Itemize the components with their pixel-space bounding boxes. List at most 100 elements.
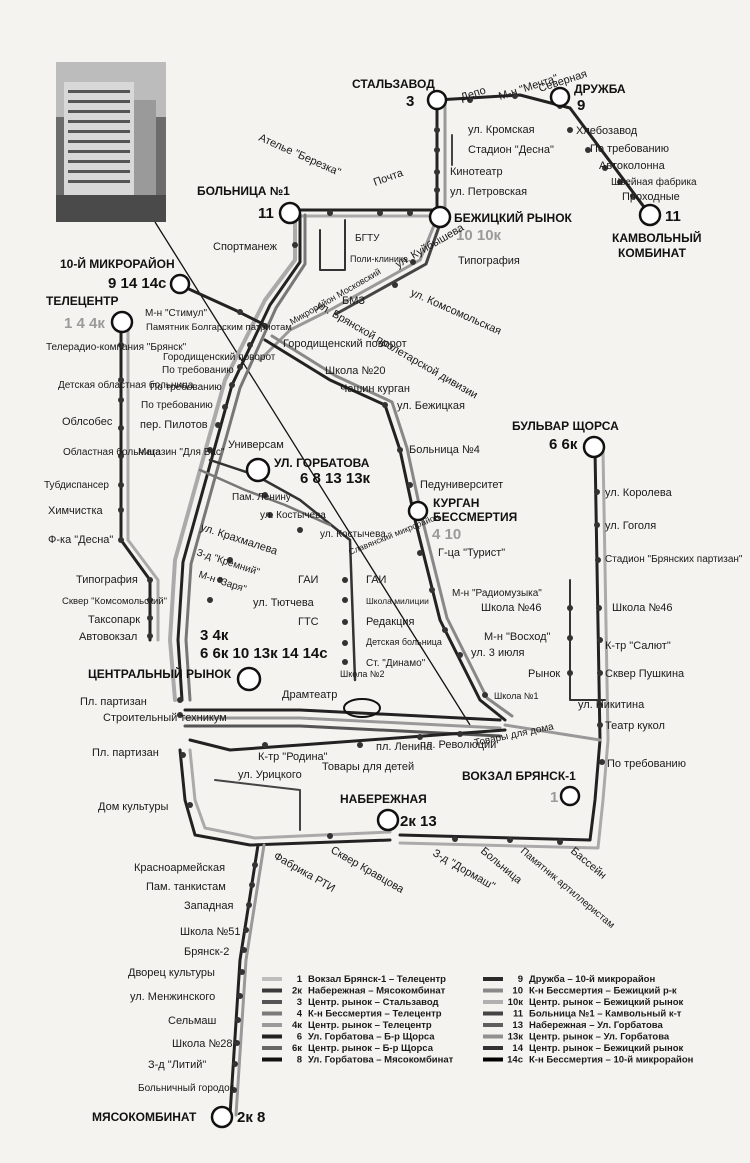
stop-mn-zarya: М-н "Заря": [197, 569, 248, 595]
stop-ktr-rodina: К-тр "Родина": [258, 751, 328, 763]
stop-po-treb2: По требованию: [162, 364, 234, 376]
stop-ul-petrovskaya: ул. Петровская: [450, 186, 527, 198]
stop-shkola1: Школа №1: [494, 691, 539, 701]
legend-swatch: [483, 977, 503, 981]
stop-pam-tankistam: Пам. танкистам: [146, 881, 226, 893]
legend-route-number: 6: [297, 1032, 302, 1043]
legend-swatch: [262, 1011, 282, 1016]
legend-swatch: [483, 1046, 503, 1050]
stop-dramteatr: Драмтеатр: [282, 689, 337, 701]
stop-ul-kuibysheva: ул. Куйбышева: [394, 221, 467, 270]
routes-telecentr: 1 4 4к: [64, 315, 105, 332]
routes-vokzal: 1: [550, 789, 558, 806]
stop-khimchistka: Химчистка: [48, 505, 104, 517]
legend-route-text: Центр. рынок – Телецентр: [308, 1020, 432, 1031]
legend-route-number: 14с: [507, 1055, 523, 1066]
stop-skver-koms: Сквер "Комсомольский": [62, 596, 167, 607]
legend-swatch: [262, 1023, 282, 1027]
stop-ul-kromskaya: ул. Кромская: [468, 124, 535, 136]
legend-route-number: 4: [297, 1009, 303, 1020]
terminal-ul-gorbatova: УЛ. ГОРБАТОВА: [274, 456, 370, 470]
stop-dom-kultury: Дом культуры: [98, 801, 168, 813]
legend-swatch: [262, 1034, 282, 1039]
stop-gorod-povorot2: Городищенский поворот: [283, 338, 407, 350]
legend-swatch: [483, 1057, 503, 1062]
stop-depo: Депо: [459, 85, 487, 104]
stop-ul-3-iyulya: ул. 3 июля: [471, 647, 525, 659]
stop-rynok: Рынок: [528, 668, 560, 680]
stop-gorod-povorot1: Городищенский поворот: [163, 352, 276, 363]
legend-route-number: 2к: [292, 986, 302, 997]
legend-route-text: Центр. рынок – Бежицкий рынок: [529, 1043, 684, 1054]
legend-route-text: Ул. Горбатова – Б-р Щорса: [308, 1032, 435, 1043]
terminal-kamvolny-1: КАМВОЛЬНЫЙ: [612, 230, 701, 245]
legend-route-number: 10: [512, 986, 523, 997]
terminal-kamvolny-2: КОМБИНАТ: [618, 246, 687, 260]
stop-detskaya-boln: Детская больница: [366, 637, 442, 647]
stop-po-treb4: По требованию: [141, 399, 213, 411]
stop-gai1: ГАИ: [298, 574, 318, 586]
stop-tovary-detei: Товары для детей: [322, 761, 414, 773]
stop-po-treb5: По требованию: [607, 758, 686, 770]
legend-item: 4к Центр. рынок – Телецентр: [262, 1020, 432, 1031]
stop-ul-kostycheva1: ул. Костычева: [260, 510, 326, 521]
stop-per-pilotov: пер. Пилотов: [140, 419, 208, 431]
routes-ul-gorbatova: 6 8 13 13к: [300, 470, 371, 487]
stop-gts-turist: Г-ца "Турист": [438, 547, 505, 559]
terminal-mikroraion10: 10-Й МИКРОРАЙОН: [60, 256, 175, 271]
stop-stadion-desna: Стадион "Десна": [468, 144, 554, 156]
terminal-kurgan-1: КУРГАН: [433, 496, 479, 510]
legend-route-text: Центр. рынок – Стальзавод: [308, 997, 439, 1008]
stop-shkola28: Школа №28: [172, 1038, 233, 1050]
stop-mn-voskhod: М-н "Восход": [484, 631, 550, 643]
legend-swatch: [483, 988, 503, 993]
legend-swatch: [483, 1000, 503, 1004]
stop-ul-menzhinskogo: ул. Менжинского: [130, 991, 215, 1003]
stop-teatr-kukol: Театр кукол: [605, 720, 665, 732]
stop-bassein: Бассейн: [568, 845, 608, 882]
stop-pl-lenina: пл. Ленина: [376, 741, 433, 753]
stop-oblsobes: Облсобес: [62, 416, 113, 428]
routes-mikroraion10: 9 14 14с: [108, 275, 166, 292]
legend-route-text: Центр. рынок – Б-р Щорса: [308, 1043, 434, 1054]
routes-naberezhnaya: 2к 13: [400, 813, 437, 830]
stop-kinoteatr: Кинотеатр: [450, 166, 503, 178]
stop-ktr-salyut: К-тр "Салют": [605, 640, 671, 652]
stop-khlebozavod: Хлебозавод: [576, 125, 638, 137]
legend-route-text: Центр. рынок – Бежицкий рынок: [529, 997, 684, 1008]
legend-route-text: Больница №1 – Камвольный к-т: [529, 1009, 682, 1020]
terminal-bolnitsa1: БОЛЬНИЦА №1: [197, 184, 290, 198]
stop-pamyatnik-art: Памятник артиллеристам: [518, 846, 617, 931]
stop-bolnichny: Больничный городок: [138, 1083, 235, 1094]
stop-avtovokzal: Автовокзал: [79, 631, 137, 643]
stop-pl-partizan2: Пл. партизан: [92, 747, 159, 759]
stop-poliklinika: Поли-клиника: [350, 254, 408, 264]
stop-shkola20: Школа №20: [325, 365, 386, 377]
stop-pl-partizan1: Пл. партизан: [80, 696, 147, 708]
stop-redakciya: Редакция: [366, 616, 415, 628]
stop-shkola2: Школа №2: [340, 669, 385, 679]
terminal-bulvar-shchorsa: БУЛЬВАР ЩОРСА: [512, 419, 619, 433]
route-numbers: 3 9 11 10 10к 9 14 14с 1 4 4к 6 8 13 13к…: [64, 93, 681, 1126]
stop-stadion-bp: Стадион "Брянских партизан": [605, 554, 743, 565]
legend-swatch: [483, 1023, 503, 1027]
stop-shkola-milicii: Школа милиции: [366, 596, 429, 606]
legend-route-text: Вокзал Брянск-1 – Телецентр: [308, 974, 446, 985]
stop-st-dinamo: Ст. "Динамо": [366, 658, 426, 669]
stop-chashin: Чашин курган: [340, 383, 410, 395]
legend-swatch: [262, 1057, 282, 1062]
stop-pam-lenina: Пам. Ленину: [232, 492, 291, 503]
legend-route-number: 9: [518, 974, 523, 985]
legend-item: 6 Ул. Горбатова – Б-р Щорса: [262, 1032, 435, 1043]
legend-route-number: 4к: [292, 1020, 302, 1031]
